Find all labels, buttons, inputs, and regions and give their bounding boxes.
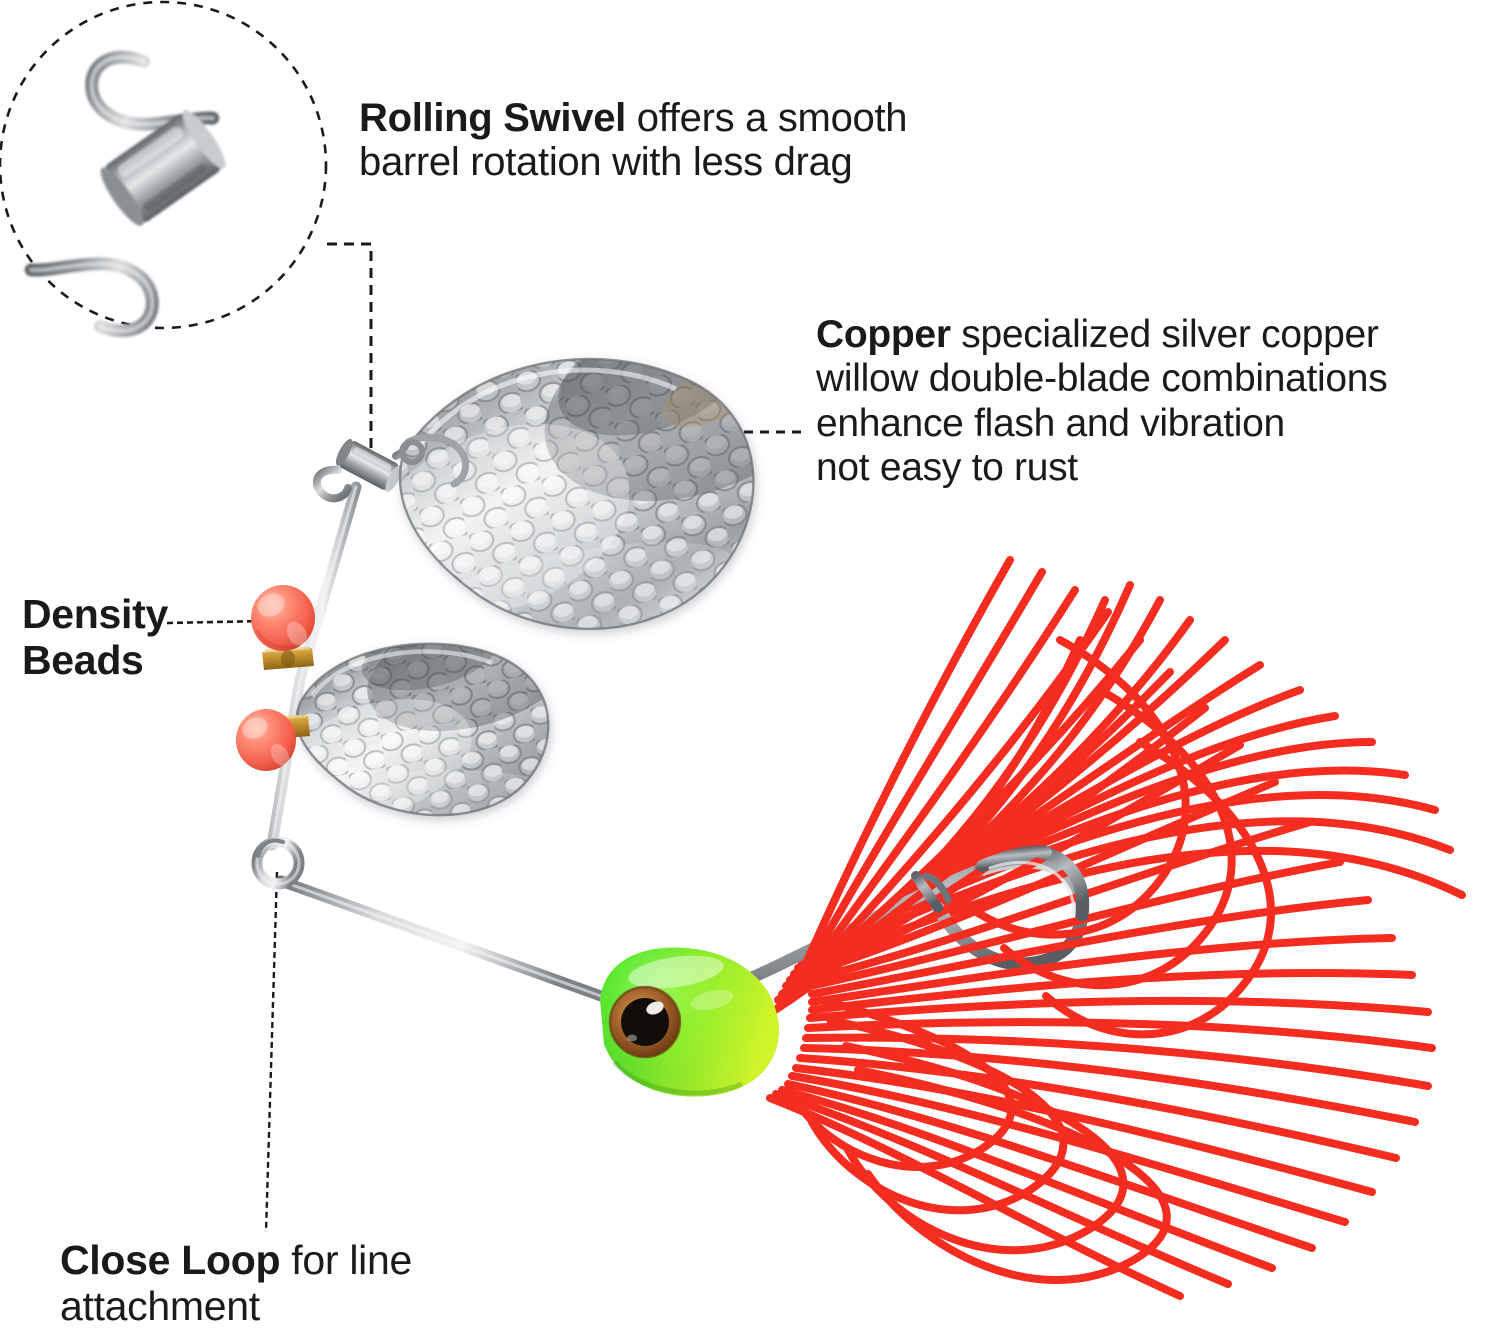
- callout-text: willow double-blade combinations: [816, 357, 1388, 401]
- wire-frame: [266, 481, 618, 1006]
- callout-line: Copper specialized silver copper: [816, 313, 1387, 357]
- callout-text: offers a smooth: [625, 96, 908, 140]
- density-bead-upper: [251, 585, 315, 651]
- callout-text: for line: [280, 1237, 412, 1283]
- leader-line-swivel: [327, 242, 373, 452]
- callout-emphasis: Close Loop: [60, 1237, 281, 1283]
- callout-text: Density: [22, 591, 169, 637]
- callout-emphasis: Copper: [816, 313, 951, 356]
- upper-willow-blade: [399, 357, 755, 630]
- callout-text: Beads: [22, 636, 144, 683]
- callout-line: Rolling Swivel offers a smooth: [359, 96, 908, 140]
- lure-head: [600, 947, 779, 1097]
- callout-text: enhance flash and vibration: [816, 401, 1285, 445]
- close-loop: [251, 836, 305, 890]
- brass-clevis-upper: [262, 646, 314, 670]
- callout-text: barrel rotation with less drag: [359, 140, 853, 184]
- callout-line: Density: [22, 591, 169, 638]
- leader-lines: [166, 242, 806, 1233]
- callout-line: enhance flash and vibration: [816, 402, 1387, 446]
- leader-line-beads: [166, 619, 265, 625]
- callout-text: attachment: [60, 1282, 260, 1329]
- callout-line: barrel rotation with less drag: [359, 140, 907, 184]
- density-bead-lower: [236, 709, 296, 771]
- callout-line: willow double-blade combinations: [816, 357, 1388, 401]
- lure-eye: [608, 985, 682, 1059]
- close-loop-callout: Close Loop for line attachment: [60, 1237, 412, 1330]
- rolling-swivel-detail-inset: [0, 0, 328, 338]
- callout-text: not easy to rust: [816, 446, 1078, 490]
- inset-barrel-swivel: [24, 50, 226, 338]
- callout-text: specialized silver copper: [950, 313, 1379, 356]
- callout-line: Beads: [22, 636, 168, 684]
- hook-point-front: [911, 845, 1090, 922]
- copper-blade-callout: Copper specialized silver copper willow …: [816, 313, 1388, 491]
- leader-line-loop: [264, 871, 279, 1233]
- rolling-swivel-callout: Rolling Swivel offers a smooth barrel ro…: [359, 96, 908, 184]
- callout-line: Close Loop for line: [60, 1237, 412, 1284]
- upper-blade-clevis: [399, 433, 470, 488]
- silicone-skirt-front: [766, 556, 1436, 1300]
- callout-emphasis: Rolling Swivel: [359, 96, 626, 140]
- callout-line: not easy to rust: [816, 446, 1387, 490]
- callout-line: attachment: [60, 1282, 412, 1330]
- density-beads-callout: Density Beads: [22, 591, 169, 684]
